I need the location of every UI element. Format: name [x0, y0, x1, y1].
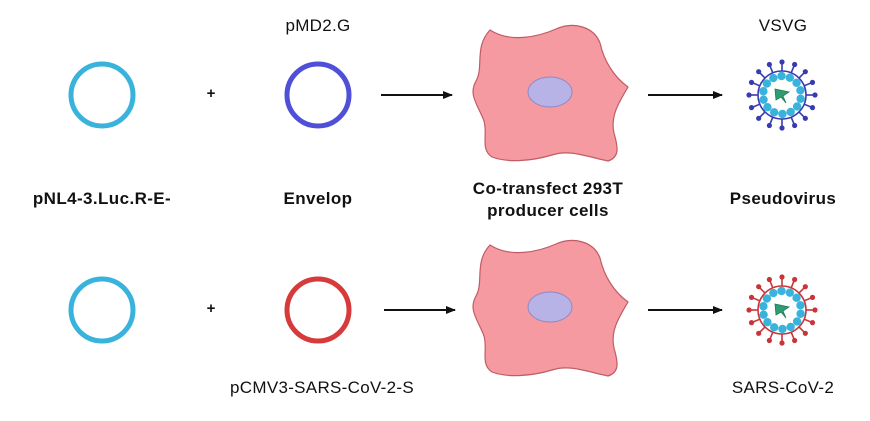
- virus-spike-tip: [792, 337, 798, 344]
- virus-spike-tip: [809, 294, 816, 300]
- virus-matrix-particle: [796, 301, 805, 310]
- virus-spike-tip: [802, 69, 808, 75]
- plus-sign-bottom: +: [206, 300, 216, 317]
- virus-matrix-particle: [792, 102, 802, 111]
- label-envelop: Envelop: [283, 189, 353, 208]
- virus-spike-tip: [756, 69, 762, 75]
- label-backbone-plasmid: pNL4-3.Luc.R-E-: [32, 189, 172, 208]
- vsvg-pseudovirus-icon: [746, 59, 818, 131]
- label-vsvg: VSVG: [758, 16, 808, 35]
- virus-spike-tip: [792, 122, 798, 129]
- virus-spike-tip: [766, 122, 772, 129]
- virus-matrix-particle: [777, 71, 786, 81]
- virus-matrix-particle: [759, 95, 768, 104]
- virus-spike-tip: [756, 115, 762, 121]
- virus-spike-tip: [748, 294, 755, 300]
- virus-matrix-particle: [778, 109, 787, 119]
- virus-matrix-particle: [769, 108, 779, 117]
- virus-matrix-particle: [796, 309, 805, 318]
- virus-spike-tip: [779, 340, 785, 346]
- virus-spike-tip: [779, 125, 785, 131]
- virus-spike-tip: [792, 61, 798, 68]
- plasmid-spike-icon: [284, 276, 352, 344]
- virus-spike-tip: [779, 274, 785, 280]
- virus-spike-tip: [802, 115, 808, 121]
- virus-matrix-particle: [786, 107, 795, 117]
- virus-spike-tip: [748, 79, 755, 85]
- label-pmd2g: pMD2.G: [285, 16, 351, 35]
- producer-cell-top-icon: [472, 24, 629, 162]
- virus-spike-tip: [809, 105, 816, 111]
- label-pseudovirus: Pseudovirus: [729, 189, 837, 208]
- virus-matrix-particle: [769, 288, 778, 298]
- plasmid-vsvg-icon: [284, 61, 352, 129]
- virus-spike-tip: [748, 320, 755, 326]
- producer-cell-bottom-icon: [472, 239, 629, 377]
- virus-matrix-particle: [762, 294, 772, 303]
- virus-matrix-particle: [792, 293, 801, 302]
- label-cotransfect-line2: producer cells: [487, 201, 609, 220]
- virus-spike-tip: [812, 92, 818, 98]
- virus-matrix-particle: [762, 79, 772, 88]
- virus-spike-tip: [802, 284, 808, 290]
- virus-matrix-particle: [778, 324, 787, 334]
- virus-spike-tip: [766, 276, 772, 283]
- virus-matrix-particle: [759, 302, 768, 311]
- virus-spike-tip: [766, 61, 772, 68]
- nucleus-top-icon: [527, 76, 573, 108]
- virus-matrix-particle: [796, 86, 805, 95]
- virus-matrix-particle: [769, 323, 779, 332]
- virus-spike-tip: [756, 330, 762, 336]
- nucleus-bottom-icon: [527, 291, 573, 323]
- plus-sign-top: +: [206, 85, 216, 102]
- virus-spike-tip: [812, 307, 818, 313]
- virus-matrix-particle: [786, 322, 795, 332]
- virus-matrix-particle: [777, 286, 786, 296]
- virus-matrix-particle: [769, 73, 778, 83]
- virus-spike-tip: [779, 59, 785, 65]
- virus-matrix-particle: [759, 87, 768, 96]
- virus-spike-tip: [766, 337, 772, 344]
- virus-matrix-particle: [759, 310, 768, 319]
- virus-spike-tip: [809, 320, 816, 326]
- virus-spike-tip: [746, 307, 752, 313]
- virus-matrix-particle: [792, 317, 802, 326]
- virus-matrix-particle: [785, 288, 795, 297]
- virus-matrix-particle: [763, 103, 772, 112]
- label-cotransfect-line1: Co-transfect 293T: [472, 179, 624, 198]
- virus-matrix-particle: [792, 78, 801, 87]
- label-pcmv3: pCMV3-SARS-CoV-2-S: [230, 378, 414, 397]
- virus-spike-tip: [802, 330, 808, 336]
- virus-genome: [774, 88, 791, 104]
- label-sars: SARS-CoV-2: [731, 378, 835, 397]
- virus-matrix-particle: [785, 73, 795, 82]
- virus-spike-tip: [746, 92, 752, 98]
- virus-spike-tip: [792, 276, 798, 283]
- plasmid-backbone-bottom-icon: [68, 276, 136, 344]
- virus-matrix-particle: [796, 94, 805, 103]
- virus-spike-tip: [748, 105, 755, 111]
- sars-pseudovirus-icon: [746, 274, 818, 346]
- plasmid-backbone-top-icon: [68, 61, 136, 129]
- virus-matrix-particle: [763, 318, 772, 327]
- virus-spike-tip: [756, 284, 762, 290]
- virus-spike-tip: [809, 79, 816, 85]
- virus-genome: [774, 303, 791, 319]
